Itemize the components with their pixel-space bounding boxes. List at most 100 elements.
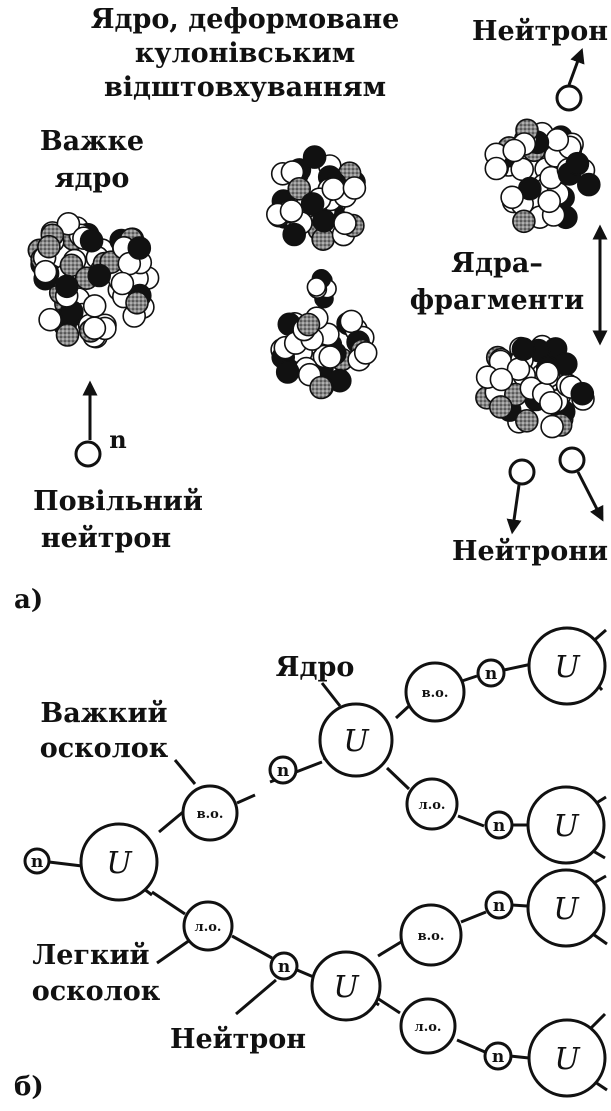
heavy-nucleus-label-line1: Важке [40,126,144,157]
nucleon [282,222,307,247]
neutron-symbol: n [278,957,290,977]
nucleon [333,211,357,236]
light-fragment-label-line1: Легкий [32,940,149,971]
neutrons-bottom-label: Нейтрони [452,536,608,567]
nucleon [275,360,300,384]
light-fragment-abbrev: л.о. [195,920,222,935]
deformed-nucleus [265,145,378,400]
nucleon [302,145,327,169]
u-nucleus-gen2-lower: U [310,950,382,1022]
light-fragment-2: л.о. [405,777,459,831]
u-nucleus-gen3-3: U [526,868,606,948]
nucleon [279,199,304,223]
neutron-bottom-left-arrow [506,484,522,535]
fragment-nucleus-upper [484,118,601,234]
u-symbol: U [554,1042,581,1077]
nucleon [565,151,590,176]
neutron-top-arrow [567,47,585,86]
nucleon [511,337,536,361]
neutron-bottom-left [508,458,536,486]
heavy-nucleus-label-line2: ядро [55,163,130,194]
nucleon [539,390,563,415]
heavy-fragment-label-line1: Важкий [40,698,167,729]
nucleon [55,323,80,347]
nucleon [38,307,62,332]
deformed-title-line3: відштовхуванням [104,72,386,103]
u-symbol: U [553,892,580,927]
neutron-label: Нейтрон [170,1024,306,1055]
neutron-bottom-right [558,446,586,474]
nucleon [484,156,509,181]
neutron-symbol: n [493,896,505,916]
neutron-5: n [484,810,514,840]
neutron-4: n [476,658,506,688]
slow-neutron-label-line1: Повільний [33,486,203,517]
neutron-top [555,84,583,112]
light-fragment-label-line2: осколок [32,976,161,1007]
neutron-symbol: n [31,852,43,872]
nucleon [309,375,333,400]
fragments-label-line2: фрагменти [410,285,584,316]
heavy-nucleus [27,212,160,349]
nucleon [537,189,562,214]
slow-neutron-label-line2: нейтрон [41,523,171,554]
neutron-symbol: n [492,1047,504,1067]
nucleon [296,312,321,337]
nucleon [55,274,79,299]
nucleon [79,228,104,253]
nucleon [512,209,536,234]
heavy-fragment-abbrev: в.о. [418,929,445,944]
u-symbol: U [333,970,360,1005]
nucleon [502,138,527,163]
nucleon [287,177,312,201]
fragments-label-line1: Ядра– [451,248,543,279]
u-symbol: U [106,846,133,881]
u-nucleus-gen3-2: U [526,785,606,865]
nucleon [127,236,152,260]
panel-label-a: а) [14,585,43,615]
nucleon [545,128,570,152]
heavy-fragment-label-line2: осколок [40,733,169,764]
neutron-symbol: n [493,816,505,836]
nucleon [318,345,343,369]
nucleon [535,361,560,386]
light-fragment-3: л.о. [399,997,457,1055]
u-symbol: U [343,724,370,759]
deformed-title-line1: Ядро, деформоване [91,4,400,35]
u-nucleus-gen2-upper: U [318,702,394,778]
heavy-fragment-2: в.о. [404,661,466,723]
nucleon [110,271,135,296]
nucleon [300,192,325,216]
nucleon [488,395,513,419]
nucleon [33,259,58,284]
nucleon [125,290,149,315]
neutron-1: n [23,847,51,875]
nucleon [306,277,327,297]
nucleon [339,309,364,334]
neutron-symbol: n [277,761,289,781]
nucleon [37,234,61,259]
nucleon [576,172,601,197]
u-symbol: U [553,809,580,844]
light-fragment-abbrev: л.о. [419,798,446,813]
u-nucleus-gen3-4: U [527,1018,607,1098]
nucleon [82,294,107,318]
heavy-fragment-1: в.о. [181,784,239,842]
neutron-6: n [484,890,514,920]
light-fragment-abbrev: л.о. [415,1020,442,1035]
nucleon [570,381,595,406]
u-nucleus-gen3-1: U [527,626,607,706]
neutron-7: n [483,1041,513,1071]
neutron-top-label: Нейтрон [472,16,608,47]
nucleon [353,341,378,365]
chain-reaction: U U U U U U U в.о. [23,626,608,1098]
neutron-symbol: n [485,664,497,684]
nucleon [342,176,367,200]
nucleon [500,185,524,210]
fragment-nucleus-lower [475,334,595,439]
u-nucleus-initial: U [79,822,159,902]
nucleon [514,408,539,433]
neutron-2: n [268,755,298,785]
panel-label-b: б) [14,1072,44,1102]
